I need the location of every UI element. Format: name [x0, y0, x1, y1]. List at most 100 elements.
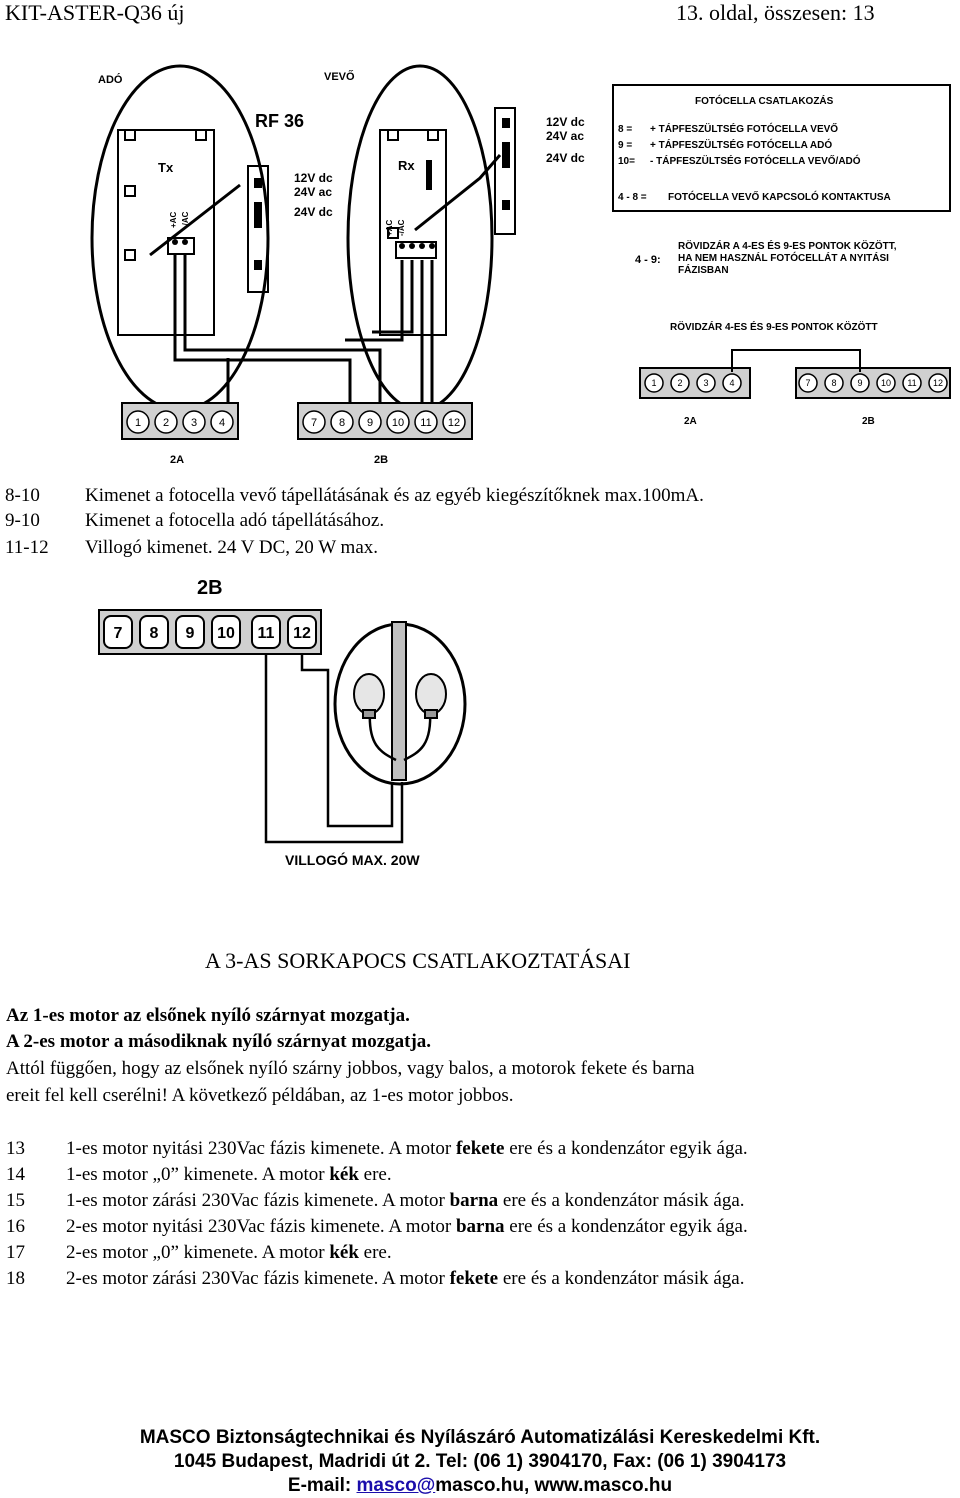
- tx-supply-24vdc: 24V dc: [294, 205, 333, 219]
- footer-company: MASCO Biztonságtechnikai és Nyílászáró A…: [139, 1427, 821, 1448]
- mini-2b-12: 12: [933, 378, 943, 388]
- footer-email-label: E-mail:: [287, 1475, 357, 1496]
- footer-contact: E-mail: masco@masco.hu, www.masco.hu: [0, 1474, 960, 1498]
- rx-supply-24vac: 24V ac: [546, 129, 584, 143]
- legend-code-4-8: 4 - 8 =: [618, 192, 647, 203]
- short-text-3: FÁZISBAN: [678, 263, 729, 276]
- list-num: 16: [6, 1216, 25, 1237]
- label-tx: Tx: [158, 160, 174, 175]
- list-item: 17 2-es motor „0” kimenete. A motor kék …: [6, 1240, 946, 1266]
- mini-2a-4: 4: [729, 378, 734, 388]
- list-text: 2-es motor nyitási 230Vac fázis kimenete…: [66, 1216, 748, 1237]
- list-item: 16 2-es motor nyitási 230Vac fázis kimen…: [6, 1214, 946, 1240]
- label-ado: ADÓ: [98, 73, 123, 86]
- diagram2-label-2b: 2B: [197, 577, 223, 599]
- rx-supply-jumper: [494, 107, 516, 235]
- list-text: 2-es motor „0” kimenete. A motor kék ere…: [66, 1242, 392, 1263]
- mini-2b-11: 11: [907, 378, 916, 388]
- list-num: 13: [6, 1138, 25, 1159]
- terminal-2b-10: 10: [392, 417, 404, 429]
- short-title-2: RÖVIDZÁR 4-ES ÉS 9-ES PONTOK KÖZÖTT: [670, 320, 878, 333]
- rx-pin-ac: +AC: [385, 220, 394, 236]
- legend-code-10: 10=: [618, 156, 635, 167]
- list-item: 15 1-es motor zárási 230Vac fázis kimene…: [6, 1188, 946, 1214]
- mini-label-2a: 2A: [684, 416, 697, 427]
- note-9-10: 9-10 Kimenet a fotocella adó tápellátásáh…: [5, 509, 384, 533]
- list-text: 1-es motor nyitási 230Vac fázis kimenete…: [66, 1138, 748, 1159]
- flash-terminal-12: 12: [293, 625, 311, 642]
- photocell-wiring-diagram: 1 2 3 4 7 8 9 10 11 12 2A 2B ADÓ VEVŐ RF…: [90, 64, 951, 466]
- list-item: 13 1-es motor nyitási 230Vac fázis kimen…: [6, 1136, 946, 1162]
- tx-supply-12vdc: 12V dc: [294, 171, 333, 185]
- header-right: 13. oldal, összesen: 13: [676, 0, 875, 25]
- rx-supply-12vdc: 12V dc: [546, 115, 585, 129]
- list-num: 14: [6, 1164, 25, 1185]
- label-vevo: VEVŐ: [324, 70, 355, 83]
- list-item: 14 1-es motor „0” kimenete. A motor kék …: [6, 1162, 946, 1188]
- legend-text-9: + TÁPFESZÜLTSÉG FOTÓCELLA ADÓ: [650, 138, 832, 151]
- terminal-2a-2: 2: [163, 417, 169, 429]
- flash-terminal-8: 8: [150, 625, 159, 642]
- label-model: RF 36: [255, 111, 304, 131]
- para-line-3: Attól függően, hogy az elsőnek nyíló szá…: [6, 1058, 695, 1079]
- note-text: Kimenet a fotocella adó tápellátásához.: [85, 510, 385, 531]
- terminal-2b-7: 7: [311, 417, 317, 429]
- tx-board: [117, 129, 215, 336]
- terminal-2b-11: 11: [420, 417, 431, 429]
- legend-code-9: 9 =: [618, 140, 632, 151]
- flashing-light-diagram: 2B 7 8 9 10 11 12 VILLOGÓ MAX. 20W: [98, 577, 467, 868]
- terminal-2a-1: 1: [135, 417, 141, 429]
- short-text-1: RÖVIDZÁR A 4-ES ÉS 9-ES PONTOK KÖZÖTT,: [678, 239, 897, 252]
- list-num: 17: [6, 1242, 25, 1263]
- note-code: 9-10: [5, 510, 40, 531]
- para-bold-1: Az 1-es motor az elsőnek nyíló szárnyat …: [6, 1005, 410, 1026]
- terminal-2a-4: 4: [219, 417, 225, 429]
- mini-2a-3: 3: [703, 378, 708, 388]
- mini-2a-1: 1: [651, 378, 656, 388]
- note-code: 11-12: [5, 537, 49, 558]
- short-text-2: HA NEM HASZNÁL FOTÓCELLÁT A NYITÁSI: [678, 251, 889, 264]
- tx-supply-jumper: [247, 165, 269, 293]
- terminal-2b-12: 12: [448, 417, 460, 429]
- terminal-block-2b: [98, 609, 322, 655]
- list-num: 15: [6, 1190, 25, 1211]
- label-2a: 2A: [170, 454, 184, 466]
- list-num: 18: [6, 1268, 25, 1289]
- flash-terminal-7: 7: [114, 625, 123, 642]
- note-text: Kimenet a fotocella vevő tápellátásának …: [85, 485, 704, 506]
- flash-caption: VILLOGÓ MAX. 20W: [285, 851, 420, 868]
- section-title: A 3-AS SORKAPOCS CSATLAKOZTATÁSAI: [205, 948, 631, 973]
- mini-2a-2: 2: [677, 378, 682, 388]
- legend-code-8: 8 =: [618, 124, 632, 135]
- list-text: 1-es motor zárási 230Vac fázis kimenete.…: [66, 1190, 745, 1211]
- tx-pin-ac: +AC: [169, 212, 178, 228]
- legend-title: FOTÓCELLA CSATLAKOZÁS: [695, 94, 834, 107]
- email-link[interactable]: masco@: [356, 1475, 436, 1496]
- note-8-10: 8-10 Kimenet a fotocella vevő tápellátásá…: [5, 484, 704, 508]
- terminal-2b-9: 9: [367, 417, 373, 429]
- receiver-housing: [346, 64, 494, 412]
- note-11-12: 11-12 Villogó kimenet. 24 V DC, 20 W max.: [5, 536, 378, 560]
- terminal-2a-3: 3: [191, 417, 197, 429]
- tx-pin-dc: -/AC: [181, 211, 190, 228]
- mini-2b-9: 9: [857, 378, 862, 388]
- flash-terminal-11: 11: [258, 625, 275, 642]
- flash-terminal-10: 10: [217, 625, 235, 642]
- header-left: KIT-ASTER-Q36 új: [5, 0, 185, 25]
- label-rx: Rx: [398, 158, 415, 173]
- terminal-2b-8: 8: [339, 417, 345, 429]
- legend-box: [612, 84, 951, 212]
- mini-2b-10: 10: [881, 378, 891, 388]
- flash-terminal-9: 9: [186, 625, 195, 642]
- list-item: 18 2-es motor zárási 230Vac fázis kimene…: [6, 1266, 946, 1292]
- rx-supply-24vdc: 24V dc: [546, 151, 585, 165]
- note-text: Villogó kimenet. 24 V DC, 20 W max.: [85, 537, 379, 558]
- list-text: 2-es motor zárási 230Vac fázis kimenete.…: [66, 1268, 745, 1289]
- para-line-4: ereit fel kell cserélni! A következő pél…: [6, 1085, 514, 1106]
- tx-supply-24vac: 24V ac: [294, 185, 332, 199]
- legend-text-4-8: FOTÓCELLA VEVŐ KAPCSOLÓ KONTAKTUSA: [668, 190, 891, 203]
- mini-2b-8: 8: [831, 378, 836, 388]
- note-code: 8-10: [5, 485, 40, 506]
- legend-text-10: - TÁPFESZÜLTSÉG FOTÓCELLA VEVŐ/ADÓ: [650, 154, 861, 167]
- label-2b: 2B: [374, 454, 388, 466]
